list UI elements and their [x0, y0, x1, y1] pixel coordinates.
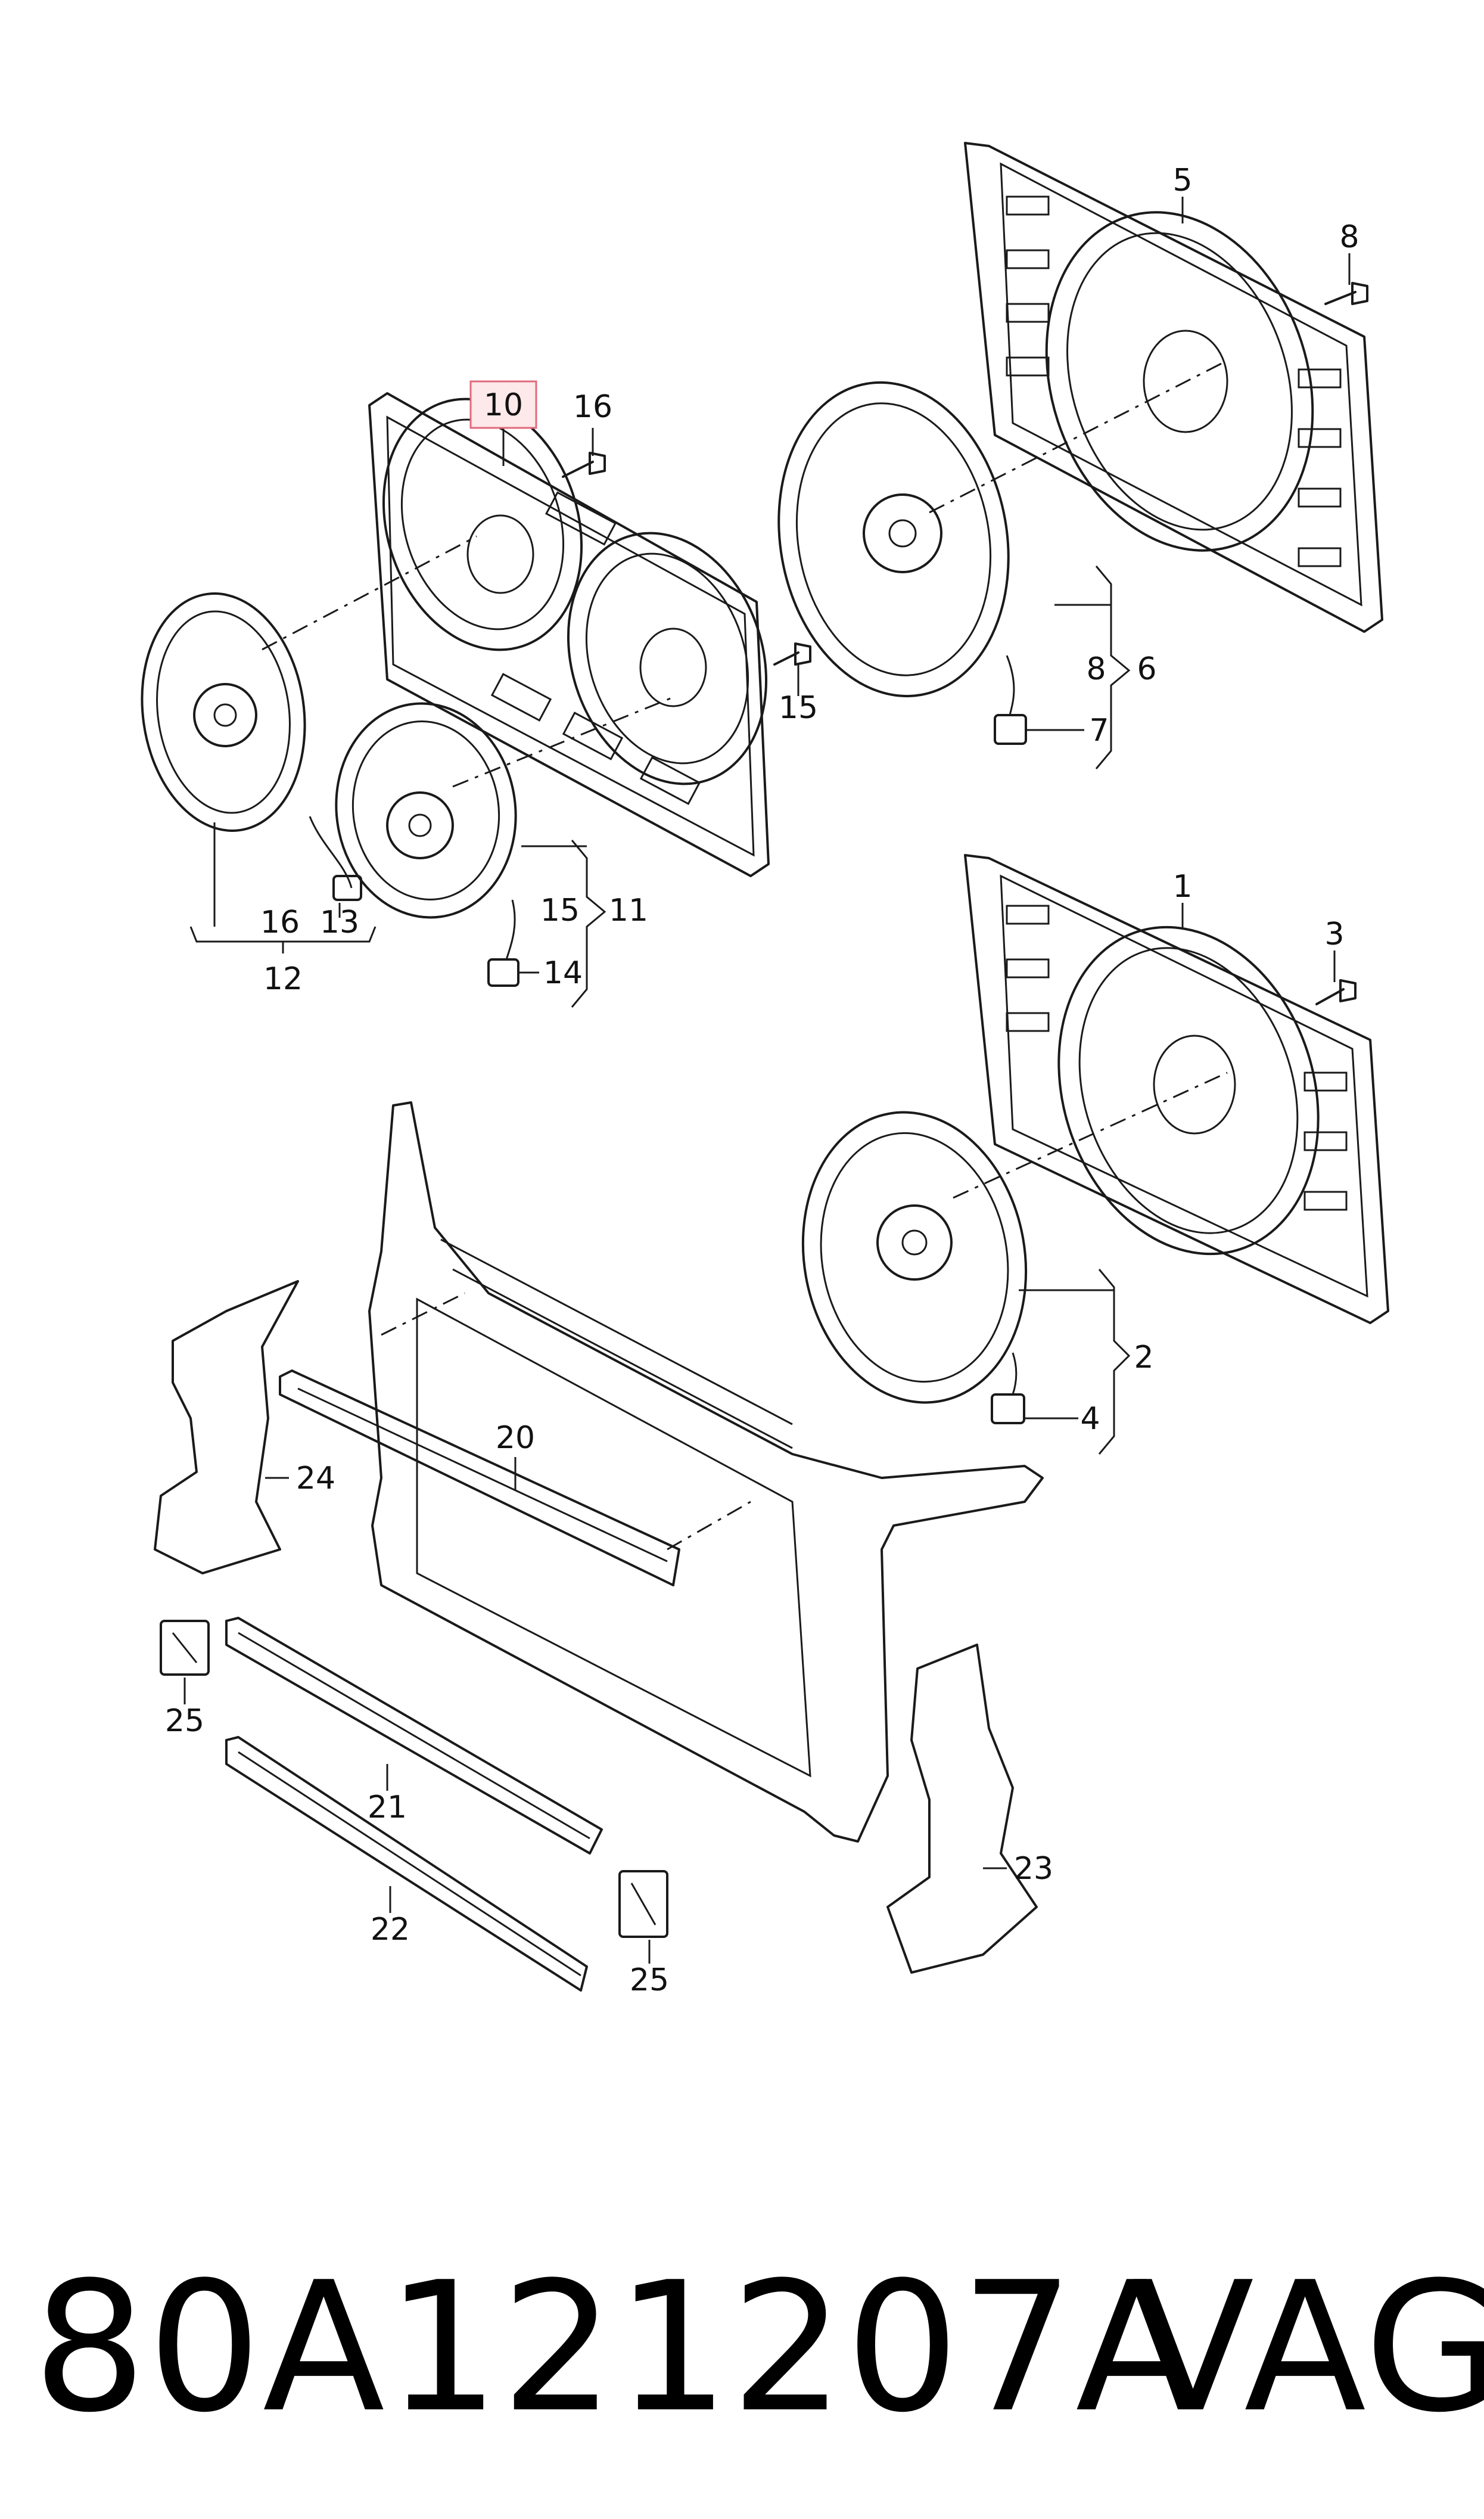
- exploded-parts-diagram: 10 16 15 16 13 12 15 11 14 5 8 8 6 7 1 3…: [141, 142, 1389, 1998]
- callout-15-group: 15: [540, 893, 580, 928]
- bolt-15: [773, 642, 811, 666]
- fan-wheel-12: [141, 592, 362, 901]
- front-end-carrier-assembly: [154, 1101, 1044, 1992]
- callout-16-group: 16: [260, 905, 300, 940]
- callout-22: 22: [371, 1912, 410, 1948]
- callout-labels: 10 16 15 16 13 12 15 11 14 5 8 8 6 7 1 3…: [165, 163, 1359, 1998]
- callout-16-top: 16: [573, 389, 612, 425]
- clip-25-right: [618, 1870, 668, 1938]
- callout-24: 24: [296, 1461, 335, 1496]
- part-number: 80A121207A: [33, 2244, 1199, 2452]
- single-fan-shroud-assembly-5: [777, 142, 1383, 745]
- callout-12: 12: [263, 961, 303, 997]
- air-guide-23: [886, 1644, 1038, 1974]
- bolt-16: [562, 452, 606, 478]
- footer-caption: 80A121207A VAG: [0, 2241, 1484, 2491]
- callout-23: 23: [1014, 1851, 1053, 1887]
- brand-label: VAG: [1132, 2244, 1484, 2452]
- twin-fan-shroud-frame: [368, 392, 770, 877]
- callout-25-right: 25: [630, 1962, 669, 1998]
- twin-fan-shroud-assembly: [141, 392, 811, 987]
- callout-4: 4: [1080, 1401, 1100, 1437]
- callout-6: 6: [1137, 651, 1156, 687]
- leader-lines: [183, 197, 1351, 1964]
- trim-strip-22: [225, 1736, 588, 1992]
- air-guide-24: [154, 1280, 299, 1574]
- fan-wheel-2: [801, 1111, 1028, 1424]
- callout-11: 11: [609, 893, 648, 928]
- single-fan-shroud-assembly-1: [801, 854, 1389, 1424]
- callout-25-left: 25: [165, 1703, 204, 1739]
- clip-25-left: [160, 1620, 210, 1676]
- callout-3: 3: [1324, 917, 1344, 952]
- single-fan-shroud-frame-5: [964, 142, 1383, 633]
- bracket-20: [279, 1369, 680, 1586]
- callout-13: 13: [320, 905, 359, 940]
- callout-7: 7: [1089, 713, 1109, 748]
- fan-wheel-6: [777, 381, 1027, 745]
- callout-20: 20: [496, 1420, 535, 1456]
- callout-8-top: 8: [1339, 219, 1359, 255]
- callout-14: 14: [543, 955, 583, 991]
- single-fan-shroud-frame-1: [964, 854, 1389, 1324]
- trim-strip-21: [225, 1617, 603, 1855]
- callout-1: 1: [1172, 869, 1192, 905]
- lock-carrier-frame: [368, 1101, 1044, 1843]
- highlight-box-10: [469, 380, 537, 429]
- callout-5: 5: [1172, 163, 1192, 198]
- callout-10: 10: [484, 387, 523, 423]
- callout-8-group: 8: [1086, 651, 1106, 687]
- callout-15-top: 15: [779, 690, 818, 726]
- fan-wheel-11: [335, 702, 519, 987]
- bolt-3: [1315, 979, 1357, 1005]
- callout-21: 21: [368, 1790, 407, 1825]
- bolt-8: [1324, 282, 1368, 305]
- callout-2: 2: [1134, 1340, 1153, 1375]
